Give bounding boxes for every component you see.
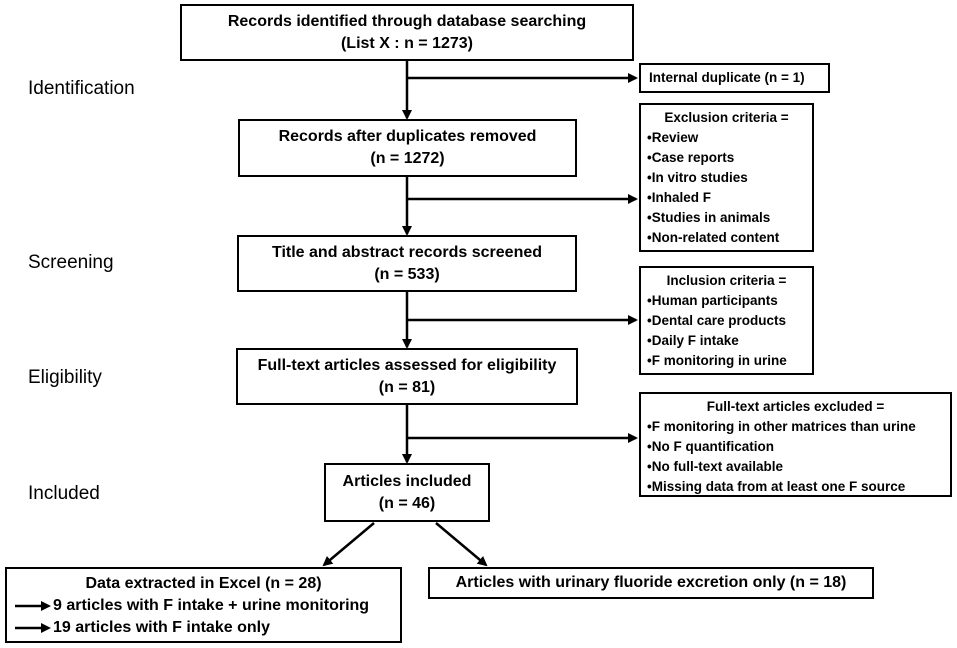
exclusion-item: Non-related content <box>647 228 806 248</box>
excluded-item: No full-text available <box>647 457 944 477</box>
box-fulltext-assessed: Full-text articles assessed for eligibil… <box>236 348 578 405</box>
excluded-item: F monitoring in other matrices than urin… <box>647 417 944 437</box>
box-urinary-only: Articles with urinary fluoride excretion… <box>428 567 874 599</box>
box-records-identified: Records identified through database sear… <box>180 4 634 61</box>
box-articles-included: Articles included (n = 46) <box>324 463 490 522</box>
box-line: Records identified through database sear… <box>227 12 587 30</box>
stage-eligibility: Eligibility <box>28 367 102 388</box>
box-fulltext-excluded: Full-text articles excluded = F monitori… <box>639 392 952 497</box>
excluded-title: Full-text articles excluded = <box>706 399 885 414</box>
box-line: Full-text articles assessed for eligibil… <box>257 356 557 374</box>
stage-included: Included <box>28 483 100 504</box>
exclusion-item: Review <box>647 128 806 148</box>
box-line: Title and abstract records screened <box>271 243 543 261</box>
box-line: Records after duplicates removed <box>278 128 537 145</box>
excluded-item: Missing data from at least one F source <box>647 477 944 497</box>
extracted-row-label: 9 articles with F intake + urine monitor… <box>53 597 370 614</box>
exclusion-item: Case reports <box>647 148 806 168</box>
box-line: (n = 533) <box>374 265 440 283</box>
inclusion-item: Dental care products <box>647 311 806 331</box>
inclusion-title: Inclusion criteria = <box>666 273 787 288</box>
stage-identification: Identification <box>28 78 135 99</box>
box-inclusion-criteria: Inclusion criteria = Human participants … <box>639 266 814 375</box>
inclusion-item: Human participants <box>647 291 806 311</box>
right-arrow-icon <box>15 623 51 633</box>
arrow-to-urinary <box>435 522 488 567</box>
urinary-label: Articles with urinary fluoride excretion… <box>455 574 847 591</box>
box-line: Articles included <box>342 472 472 490</box>
box-data-extracted: Data extracted in Excel (n = 28) 9 artic… <box>5 567 402 643</box>
box-line: (List X : n = 1273) <box>340 34 474 52</box>
duplicate-label: Internal duplicate (n = 1) <box>649 70 805 85</box>
box-exclusion-criteria: Exclusion criteria = Review Case reports… <box>639 103 814 252</box>
inclusion-item: F monitoring in urine <box>647 351 806 371</box>
extracted-row-1: 9 articles with F intake + urine monitor… <box>15 595 392 617</box>
box-records-deduplicated: Records after duplicates removed (n = 12… <box>238 119 577 177</box>
extracted-row-label: 19 articles with F intake only <box>53 619 270 636</box>
extracted-row-2: 19 articles with F intake only <box>15 617 392 639</box>
box-line: (n = 46) <box>378 494 436 512</box>
inclusion-item: Daily F intake <box>647 331 806 351</box>
box-line: (n = 81) <box>378 378 436 396</box>
exclusion-item: In vitro studies <box>647 168 806 188</box>
box-records-screened: Title and abstract records screened (n =… <box>237 235 577 292</box>
excluded-item: No F quantification <box>647 437 944 457</box>
box-line: (n = 1272) <box>370 150 445 167</box>
stage-screening: Screening <box>28 252 114 273</box>
exclusion-item: Studies in animals <box>647 208 806 228</box>
right-arrow-icon <box>15 601 51 611</box>
extracted-title: Data extracted in Excel (n = 28) <box>85 575 322 592</box>
box-internal-duplicate: Internal duplicate (n = 1) <box>639 63 830 93</box>
exclusion-title: Exclusion criteria = <box>664 110 789 125</box>
exclusion-item: Inhaled F <box>647 188 806 208</box>
arrow-to-extracted <box>322 522 375 567</box>
